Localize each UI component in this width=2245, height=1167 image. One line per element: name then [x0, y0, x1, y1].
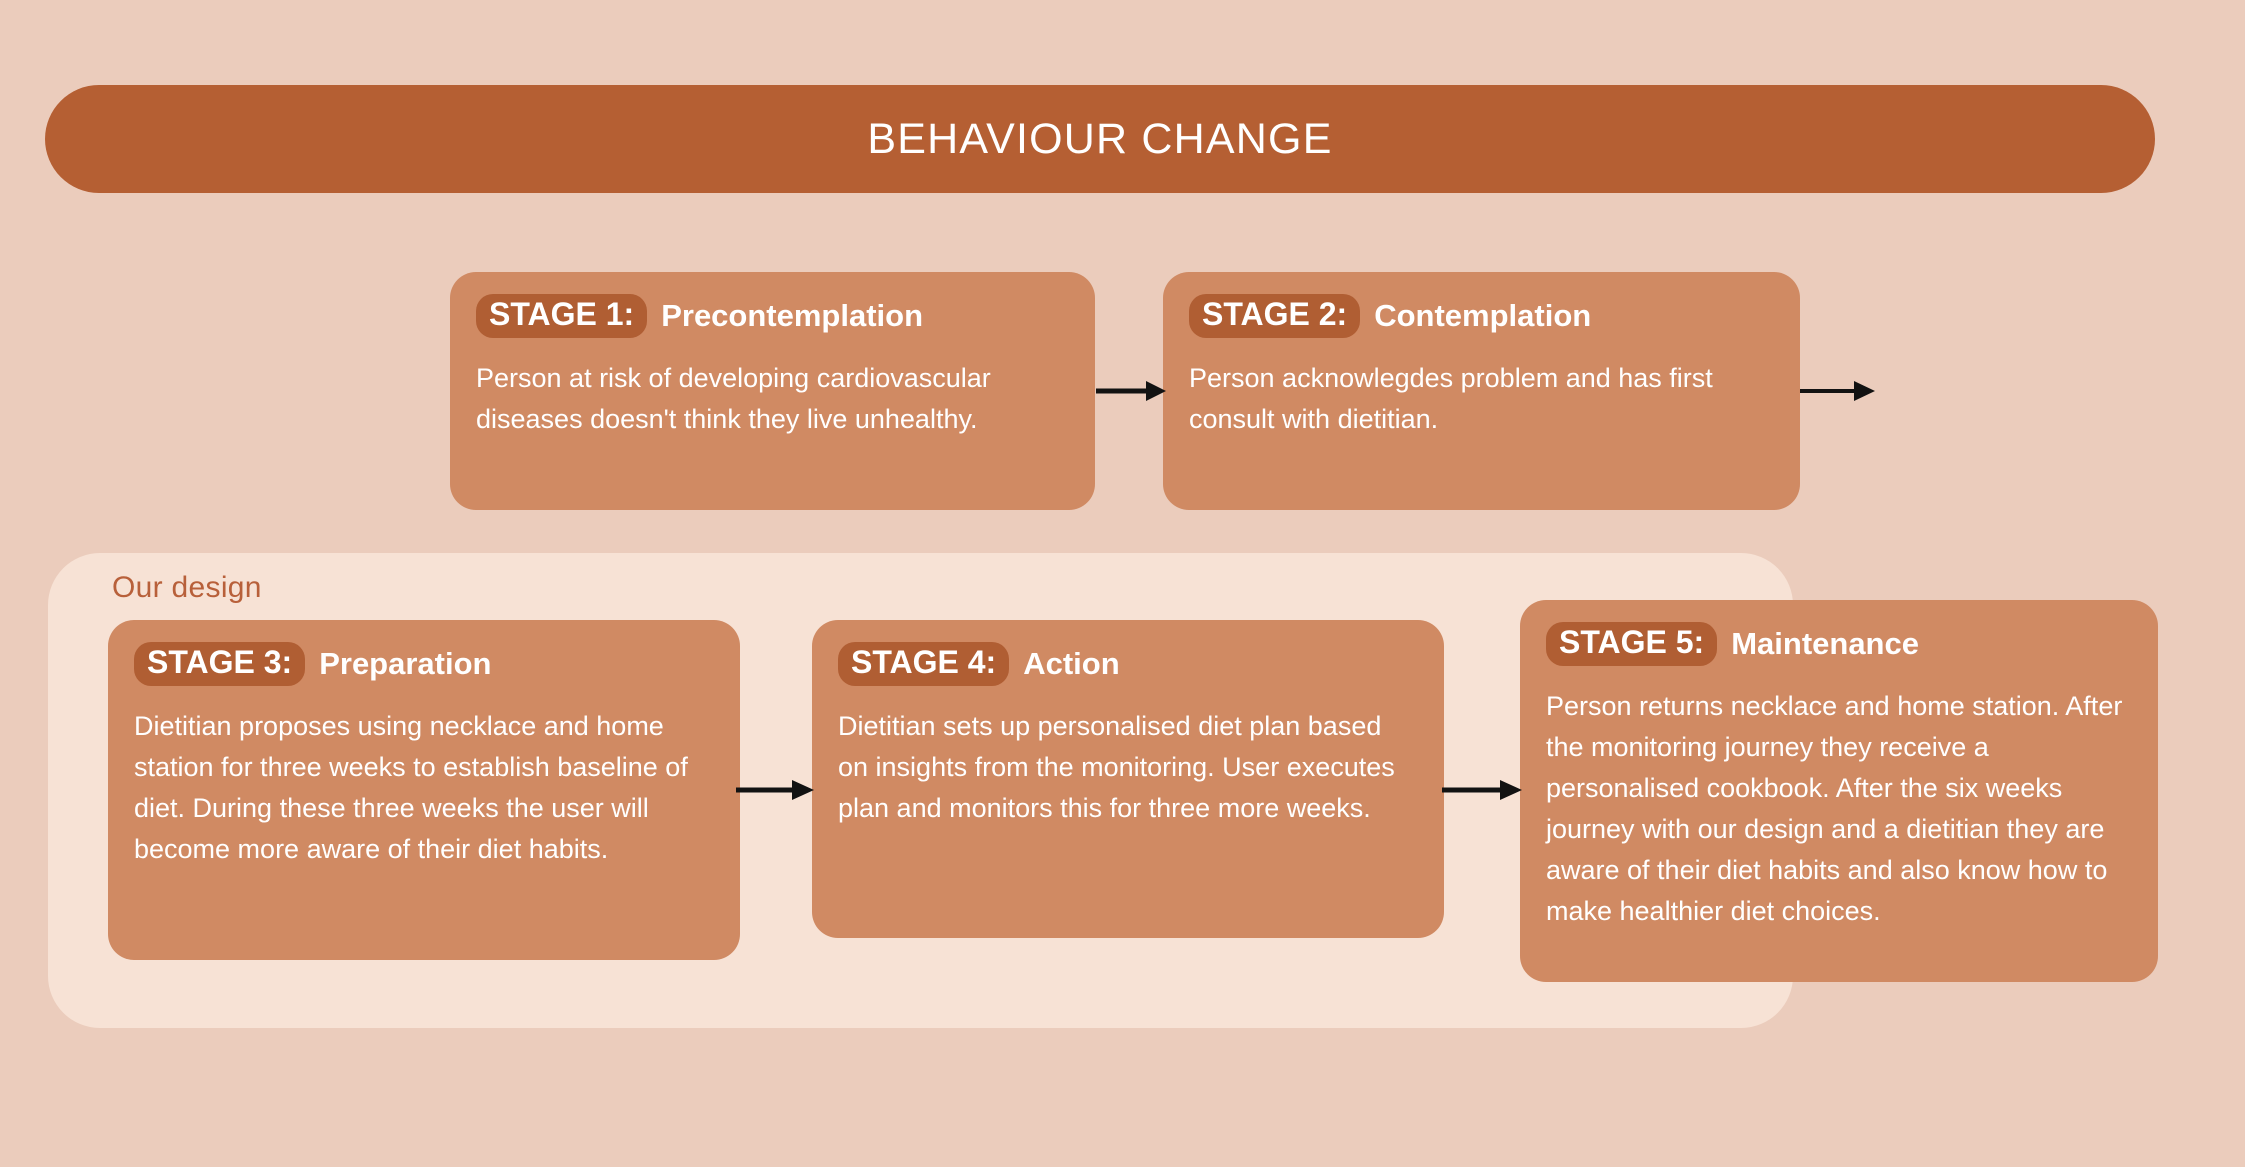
stage-5-description: Person returns necklace and home station… — [1546, 690, 2123, 926]
stage-2-title: Contemplation — [1374, 297, 1592, 333]
stage-card-3: STAGE 3: Preparation Dietitian proposes … — [108, 620, 740, 960]
stage-card-2: STAGE 2: Contemplation Person acknowlegd… — [1163, 272, 1800, 510]
stage-3-heading: STAGE 3: Preparation — [134, 642, 714, 686]
arrow-right-icon-stage4-to-stage5 — [1442, 775, 1522, 805]
stage-card-4: STAGE 4: Action Dietitian sets up person… — [812, 620, 1444, 938]
stage-3-badge: STAGE 3: — [134, 642, 306, 686]
stage-2-heading: STAGE 2: Contemplation — [1189, 294, 1774, 338]
stage-3-title: Preparation — [319, 645, 492, 681]
header-banner: BEHAVIOUR CHANGE — [45, 85, 2155, 193]
stage-3-description: Dietitian proposes using necklace and ho… — [134, 710, 688, 864]
stage-1-title: Precontemplation — [661, 297, 924, 333]
page-title: BEHAVIOUR CHANGE — [867, 114, 1333, 163]
stage-card-1: STAGE 1: Precontemplation Person at risk… — [450, 272, 1095, 510]
stage-2-badge: STAGE 2: — [1189, 294, 1361, 338]
arrow-right-icon-stage3-to-stage4 — [736, 775, 814, 805]
arrow-right-icon-stage1-to-stage2 — [1096, 376, 1166, 406]
stage-1-heading: STAGE 1: Precontemplation — [476, 294, 1069, 338]
stage-2-description: Person acknowlegdes problem and has firs… — [1189, 362, 1713, 434]
stage-1-description: Person at risk of developing cardiovascu… — [476, 362, 991, 434]
stage-5-title: Maintenance — [1731, 625, 1919, 661]
stage-4-description: Dietitian sets up personalised diet plan… — [838, 710, 1395, 823]
stage-1-badge: STAGE 1: — [476, 294, 648, 338]
stage-4-heading: STAGE 4: Action — [838, 642, 1418, 686]
stage-4-badge: STAGE 4: — [838, 642, 1010, 686]
our-design-label: Our design — [112, 571, 262, 604]
stage-4-title: Action — [1023, 645, 1120, 681]
arrow-right-icon-stage2-to-stage3 — [1800, 376, 1875, 406]
stage-card-5: STAGE 5: Maintenance Person returns neck… — [1520, 600, 2158, 982]
stage-5-badge: STAGE 5: — [1546, 622, 1718, 666]
stage-5-heading: STAGE 5: Maintenance — [1546, 622, 2132, 666]
